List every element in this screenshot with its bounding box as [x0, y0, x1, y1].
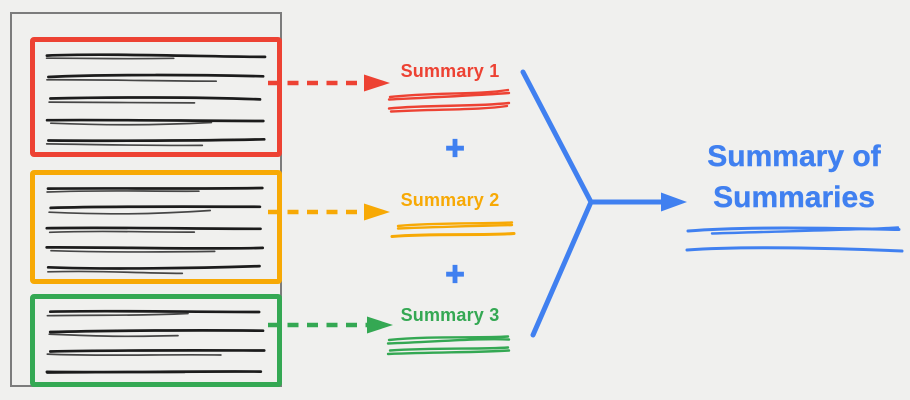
- document-chunk-2: [30, 170, 282, 284]
- summary-3-label: Summary 3: [400, 305, 500, 325]
- plus-operator-1: +: [445, 129, 465, 166]
- plus-operator-2: +: [445, 255, 465, 292]
- chunk-1-text-scribble: [45, 53, 267, 147]
- summary-3-scribble: [386, 335, 511, 356]
- document-chunk-3: [30, 294, 282, 387]
- document-chunk-1: [30, 37, 282, 157]
- summary-2-scribble: [390, 221, 516, 238]
- source-document-frame: [10, 12, 282, 387]
- summary-2-label: Summary 2: [400, 190, 500, 210]
- summary-1-scribble: [387, 88, 511, 113]
- final-summary-scribble: [685, 226, 904, 253]
- chunk-3-text-scribble: [45, 309, 266, 375]
- chunk-2-text-scribble: [45, 186, 265, 275]
- merge-arrow: [520, 69, 687, 338]
- summary-1-label: Summary 1: [400, 61, 500, 81]
- summary-of-summaries-title: Summary of Summaries: [707, 140, 881, 214]
